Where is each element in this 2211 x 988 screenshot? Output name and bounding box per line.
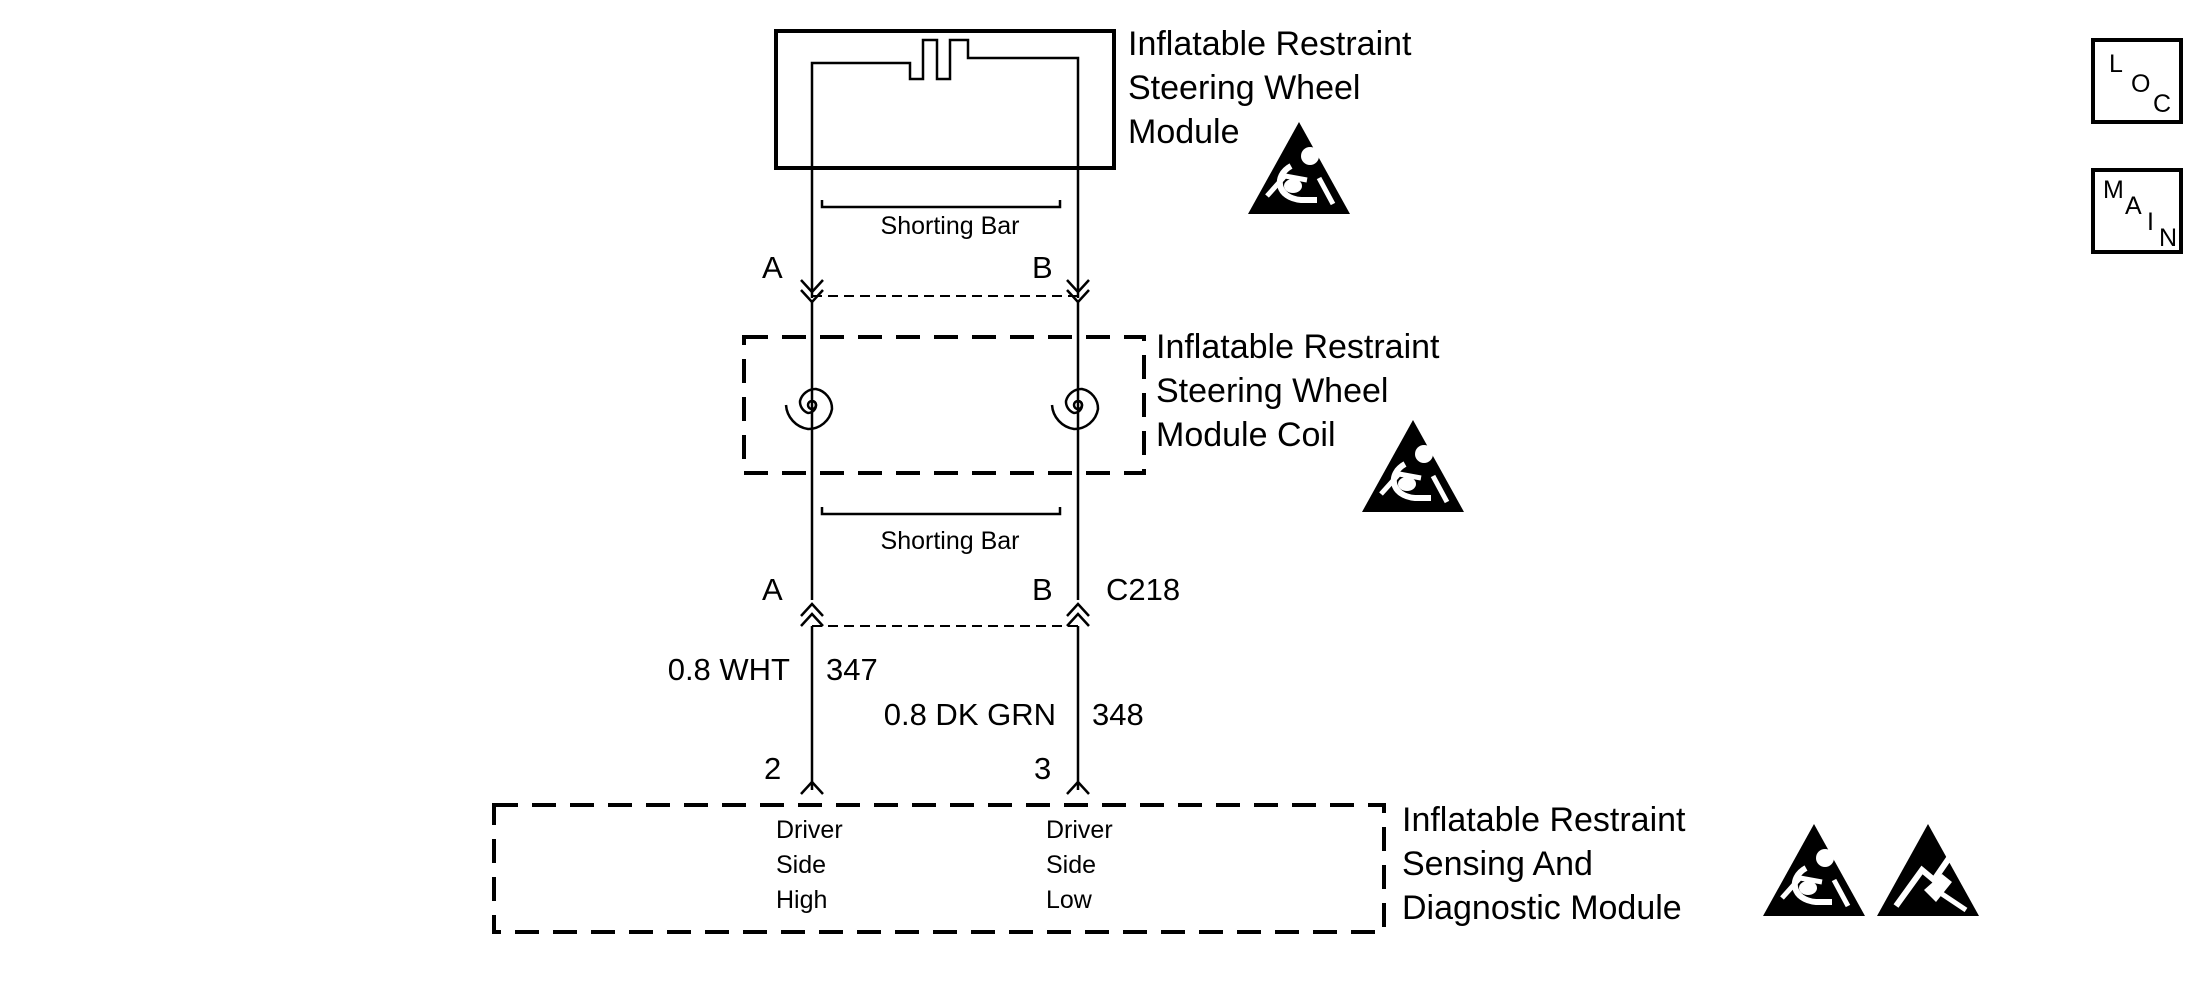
module-internal-circuit	[810, 38, 1080, 205]
loc-letter-l: L	[2109, 50, 2123, 78]
loc-letter-o: O	[2131, 70, 2151, 98]
main-button[interactable]: M A I N	[2091, 168, 2183, 254]
main-letter-i: I	[2147, 208, 2154, 236]
sdm-label-2: Sensing And	[1402, 845, 1593, 883]
module-coil-label-1: Inflatable Restraint	[1156, 328, 1440, 366]
module-coil-label-3: Module Coil	[1156, 416, 1336, 454]
steering-wheel-module-label-3: Module	[1128, 113, 1240, 151]
module-coil-label-2: Steering Wheel	[1156, 372, 1388, 410]
sdm-pin-low-line2: Side	[1046, 851, 1096, 879]
wire-347-color-label: 0.8 WHT	[668, 652, 790, 687]
airbag-warning-icon	[1362, 420, 1464, 512]
loc-button[interactable]: L O C	[2091, 38, 2183, 124]
shorting-bar-upper	[820, 200, 1062, 209]
c218-pin-a	[800, 602, 824, 627]
sdm-pin-2	[800, 780, 824, 795]
esd-warning-icon	[1877, 824, 1979, 916]
sdm-label-3: Diagnostic Module	[1402, 889, 1682, 927]
c218-pin-b	[1066, 602, 1090, 627]
steering-wheel-module-label-2: Steering Wheel	[1128, 69, 1360, 107]
sdm-pin-high-line2: Side	[776, 851, 826, 879]
coil-spring-a	[784, 387, 834, 431]
airbag-warning-icon	[1763, 824, 1865, 916]
main-letter-n: N	[2159, 224, 2178, 252]
shorting-bar-upper-label: Shorting Bar	[881, 212, 1020, 240]
steering-wheel-module-label-1: Inflatable Restraint	[1128, 25, 1412, 63]
steering-wheel-module-box	[774, 29, 1116, 170]
coil-spring-b	[1050, 387, 1100, 431]
sdm-pin-3	[1066, 780, 1090, 795]
c218-pin-b-label: B	[1032, 572, 1053, 607]
wire-348-color-label: 0.8 DK GRN	[884, 697, 1056, 732]
upper-connector-pin-b-label: B	[1032, 250, 1053, 285]
c218-connector-label: C218	[1106, 572, 1180, 607]
sdm-box	[492, 803, 1386, 934]
loc-letter-c: C	[2153, 90, 2172, 118]
main-letter-a: A	[2125, 192, 2142, 220]
sdm-pin-3-label: 3	[1034, 751, 1051, 786]
sdm-pin-2-label: 2	[764, 751, 781, 786]
shorting-bar-lower	[820, 507, 1062, 516]
sdm-label-1: Inflatable Restraint	[1402, 801, 1686, 839]
upper-connector-pin-a-label: A	[762, 250, 783, 285]
airbag-warning-icon	[1248, 122, 1350, 214]
sdm-pin-high-line1: Driver	[776, 816, 843, 844]
sdm-pin-low-line3: Low	[1046, 886, 1093, 914]
wire-347-circuit-label: 347	[826, 652, 878, 687]
sdm-pin-low-line1: Driver	[1046, 816, 1113, 844]
wire-348-circuit-label: 348	[1092, 697, 1144, 732]
c218-pin-a-label: A	[762, 572, 783, 607]
shorting-bar-lower-label: Shorting Bar	[881, 527, 1020, 555]
module-coil-box	[742, 335, 1146, 475]
main-letter-m: M	[2103, 176, 2124, 204]
sdm-pin-high-line3: High	[776, 886, 827, 914]
